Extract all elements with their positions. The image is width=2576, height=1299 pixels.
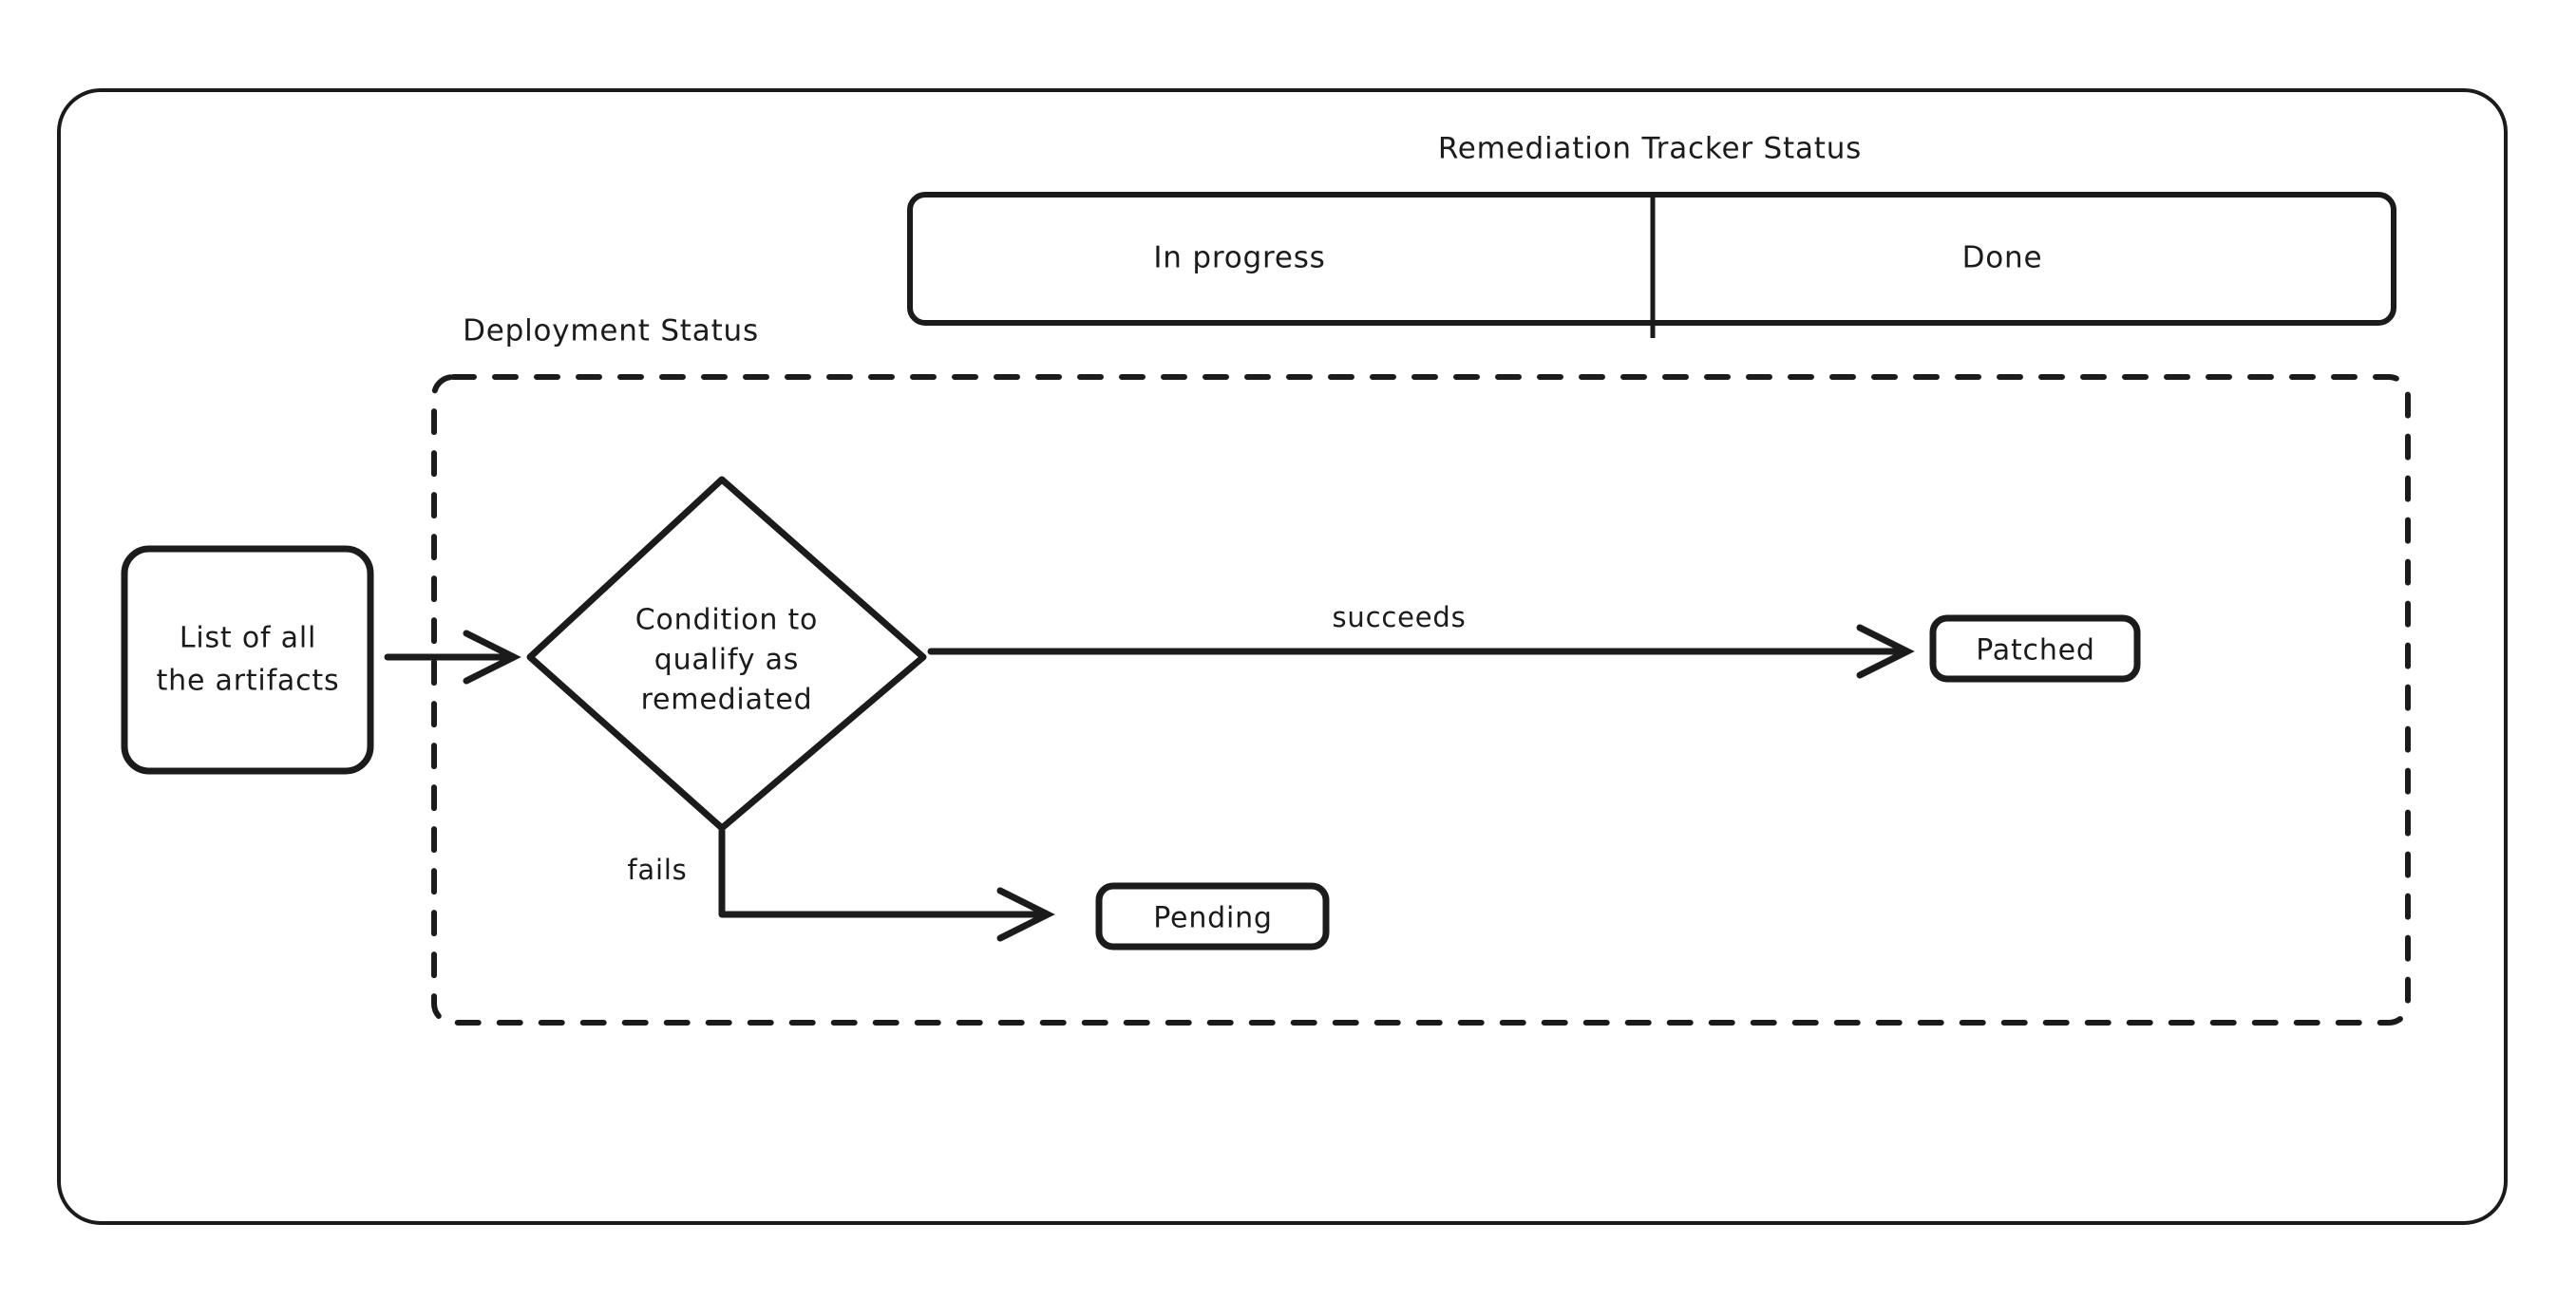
node-condition-label-line-2: qualify as: [654, 644, 799, 677]
node-pending-label: Pending: [1153, 902, 1273, 935]
node-patched[interactable]: [1929, 614, 2141, 683]
node-condition-label-line-1: Condition to: [635, 604, 818, 637]
node-artifacts-label-line-2: the artifacts: [157, 665, 340, 698]
node-pending[interactable]: [1095, 882, 1330, 951]
tracker-cell-done[interactable]: Done: [1962, 241, 2043, 275]
edge-label-fails: fails: [627, 854, 687, 886]
deployment-group-caption: Deployment Status: [463, 314, 759, 348]
edge-label-succeeds: succeeds: [1333, 601, 1467, 633]
node-artifacts-label-line-1: List of all: [180, 622, 316, 655]
edge-condition-fails: [718, 827, 1044, 918]
node-patched-label: Patched: [1976, 634, 2095, 668]
edge-artifacts-to-condition-arrowhead: [463, 630, 521, 685]
tracker-cell-in-progress[interactable]: In progress: [1153, 241, 1325, 275]
node-condition-label-line-3: remediated: [641, 684, 813, 717]
edge-condition-fails-arrowhead: [996, 887, 1055, 942]
outer-frame: [57, 88, 2508, 1225]
node-artifacts[interactable]: [121, 545, 374, 775]
edge-condition-succeeds-arrowhead: [1856, 624, 1915, 679]
tracker-table-caption: Remediation Tracker Status: [1438, 132, 1862, 166]
deployment-status-group: [431, 374, 2411, 1026]
